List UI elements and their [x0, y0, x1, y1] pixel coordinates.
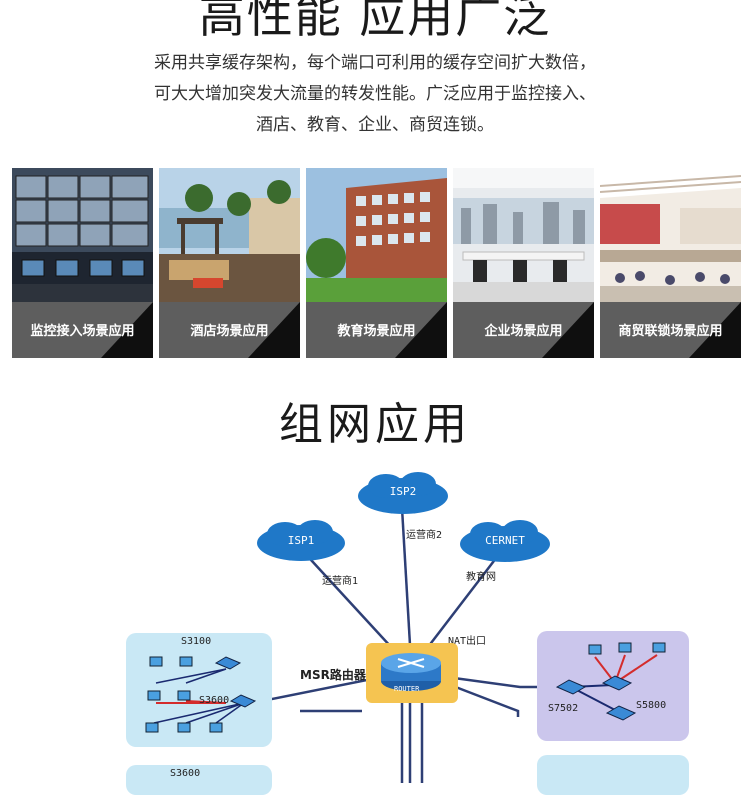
scenario-card-surveillance[interactable]: 监控接入场景应用	[12, 168, 153, 358]
right-lower-zone	[537, 755, 689, 795]
topology-lines	[251, 507, 555, 783]
school-building-photo	[306, 168, 447, 302]
shopping-mall-photo	[600, 168, 741, 302]
switch-label-s3600-lower: S3600	[170, 768, 201, 779]
scenario-card-education[interactable]: 教育场景应用	[306, 168, 447, 358]
right-core-devices	[555, 642, 666, 721]
card-label: 酒店场景应用	[190, 324, 269, 339]
cloud-cernet-icon	[460, 520, 550, 562]
scenario-cards: 监控接入场景应用 酒店场景应用 教育场景应用	[12, 168, 741, 358]
router-label: MSR路由器	[300, 668, 366, 682]
switch-label-s3600: S3600	[199, 695, 230, 706]
desc-line: 酒店、教育、企业、商贸连锁。	[256, 115, 494, 135]
desc-line: 采用共享缓存架构，每个端口可利用的缓存空间扩大数倍，	[154, 53, 596, 73]
cloud-isp2-label: ISP2	[389, 485, 417, 498]
cloud-isp1-icon	[257, 520, 345, 561]
scenario-card-mall[interactable]: 商贸联锁场景应用	[600, 168, 741, 358]
link-label-cernet: 教育网	[466, 572, 496, 583]
scenario-card-enterprise[interactable]: 企业场景应用	[453, 168, 594, 358]
link-label-isp2: 运营商2	[406, 530, 443, 541]
desc-line: 可大大增加突发大流量的转发性能。广泛应用于监控接入、	[154, 84, 596, 104]
card-label: 商贸联锁场景应用	[618, 324, 723, 339]
network-topology-diagram: ISP1 ISP2 CERNET 运营商1 运营商2 教育网 NAT出口 ROU…	[0, 455, 750, 795]
router-badge: ROUTER	[394, 685, 420, 693]
cloud-isp1-label: ISP1	[287, 534, 315, 547]
network-section-title: 组网应用	[279, 399, 471, 450]
hotel-terrace-photo	[159, 168, 300, 302]
card-label: 企业场景应用	[484, 324, 563, 339]
office-photo	[453, 168, 594, 302]
cloud-isp2-icon	[358, 472, 448, 514]
left-access-devices	[145, 656, 257, 733]
switch-label-s3100: S3100	[181, 636, 212, 647]
switch-label-s7502: S7502	[548, 703, 579, 714]
surveillance-room-photo	[12, 168, 153, 302]
page-title: 高性能 应用广泛	[198, 0, 552, 43]
card-label: 监控接入场景应用	[30, 324, 135, 339]
card-label: 教育场景应用	[337, 324, 416, 339]
switch-label-s5800: S5800	[636, 700, 667, 711]
nat-label: NAT出口	[448, 636, 487, 647]
router-icon	[381, 653, 441, 691]
hero-description: 采用共享缓存架构，每个端口可利用的缓存空间扩大数倍， 可大大增加突发大流量的转发…	[0, 48, 750, 141]
cloud-cernet-label: CERNET	[485, 534, 525, 547]
scenario-card-hotel[interactable]: 酒店场景应用	[159, 168, 300, 358]
link-label-isp1: 运营商1	[322, 576, 359, 587]
